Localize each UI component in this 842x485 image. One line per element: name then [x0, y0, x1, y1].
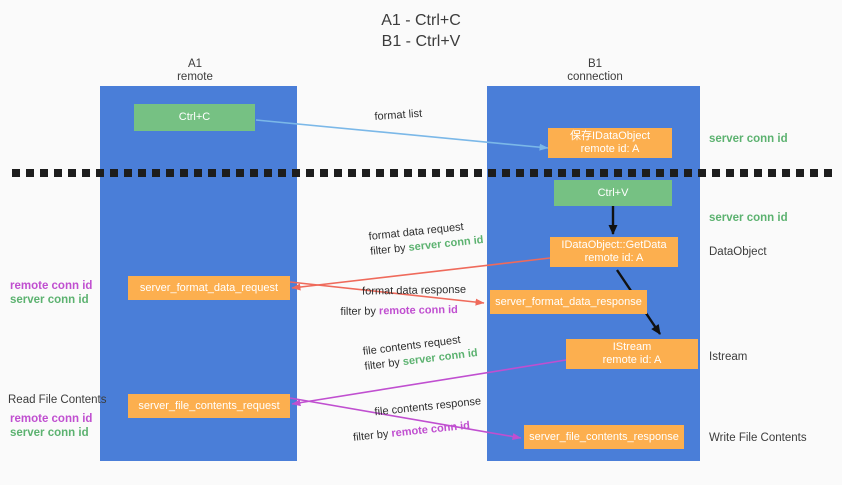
- filter-prefix: filter by: [352, 427, 393, 444]
- node-istream-line1: IStream: [612, 341, 652, 353]
- annotation-istream: Istream: [709, 351, 748, 363]
- node-saved-idataobject-line1: 保存IDataObject: [569, 130, 651, 142]
- annotation-remote-conn-id-lower: remote conn id: [10, 413, 93, 425]
- annotation-server-conn-id-top: server conn id: [709, 133, 788, 145]
- edge-label-format-list: format list: [374, 107, 423, 125]
- node-server-format-data-response-label: server_format_data_response: [495, 295, 642, 308]
- filter-value: remote conn id: [390, 419, 471, 440]
- annotation-remote-conn-id-upper: remote conn id: [10, 280, 93, 292]
- node-idataobject-getdata-line1: IDataObject::GetData: [561, 239, 667, 251]
- annotation-read-file-contents: Read File Contents: [8, 394, 107, 406]
- lane-header-a1: A1 remote: [177, 58, 213, 83]
- filter-prefix: filter by: [340, 305, 380, 318]
- node-server-file-contents-response-label: server_file_contents_response: [529, 430, 679, 443]
- node-saved-idataobject-line2: remote id: A: [580, 143, 640, 155]
- node-saved-idataobject[interactable]: 保存IDataObject remote id: A: [548, 128, 672, 158]
- node-server-format-data-response[interactable]: server_format_data_response: [490, 290, 647, 314]
- phase-divider: [12, 169, 834, 177]
- filter-value: remote conn id: [378, 303, 458, 318]
- node-ctrl-v-line1: Ctrl+V: [597, 186, 629, 199]
- edge-label-format-data-request: format data request filter by server con…: [368, 218, 484, 260]
- lane-header-b1: B1 connection: [567, 58, 623, 83]
- node-idataobject-getdata-line2: remote id: A: [584, 252, 644, 264]
- page-title: A1 - Ctrl+C B1 - Ctrl+V: [381, 12, 461, 50]
- annotation-server-conn-id-upper: server conn id: [10, 294, 89, 306]
- node-server-file-contents-response[interactable]: server_file_contents_response: [524, 425, 684, 449]
- node-server-file-contents-request-label: server_file_contents_request: [138, 399, 280, 412]
- annotation-server-conn-id-lower: server conn id: [10, 427, 89, 439]
- edge-label-file-contents-request: file contents request filter by server c…: [362, 331, 479, 375]
- node-server-file-contents-request[interactable]: server_file_contents_request: [128, 394, 290, 418]
- node-ctrl-c-line1: Ctrl+C: [178, 111, 211, 123]
- node-ctrl-c[interactable]: Ctrl+C: [134, 104, 255, 131]
- annotation-write-file-contents: Write File Contents: [709, 432, 807, 444]
- filter-prefix: filter by: [363, 356, 404, 373]
- node-istream[interactable]: IStream remote id: A: [566, 339, 698, 369]
- edge-label-format-data-response: format data response filter by remote co…: [340, 283, 467, 320]
- edge-label-file-contents-response: file contents response filter by remote …: [350, 394, 484, 445]
- node-server-format-data-request-label: server_format_data_request: [139, 281, 279, 294]
- edge-label-format-data-response-title: format data response: [362, 283, 467, 298]
- annotation-data-object: DataObject: [709, 246, 767, 258]
- node-idataobject-getdata[interactable]: IDataObject::GetData remote id: A: [550, 237, 678, 267]
- node-server-format-data-request[interactable]: server_format_data_request: [128, 276, 290, 300]
- node-istream-line2: remote id: A: [602, 354, 662, 366]
- edge-label-format-data-response-filter: filter by remote conn id: [340, 298, 466, 320]
- filter-prefix: filter by: [369, 241, 410, 258]
- node-ctrl-v[interactable]: Ctrl+V: [554, 180, 672, 206]
- annotation-server-conn-id-mid: server conn id: [709, 212, 788, 224]
- edge-label-format-list-text: format list: [374, 107, 423, 123]
